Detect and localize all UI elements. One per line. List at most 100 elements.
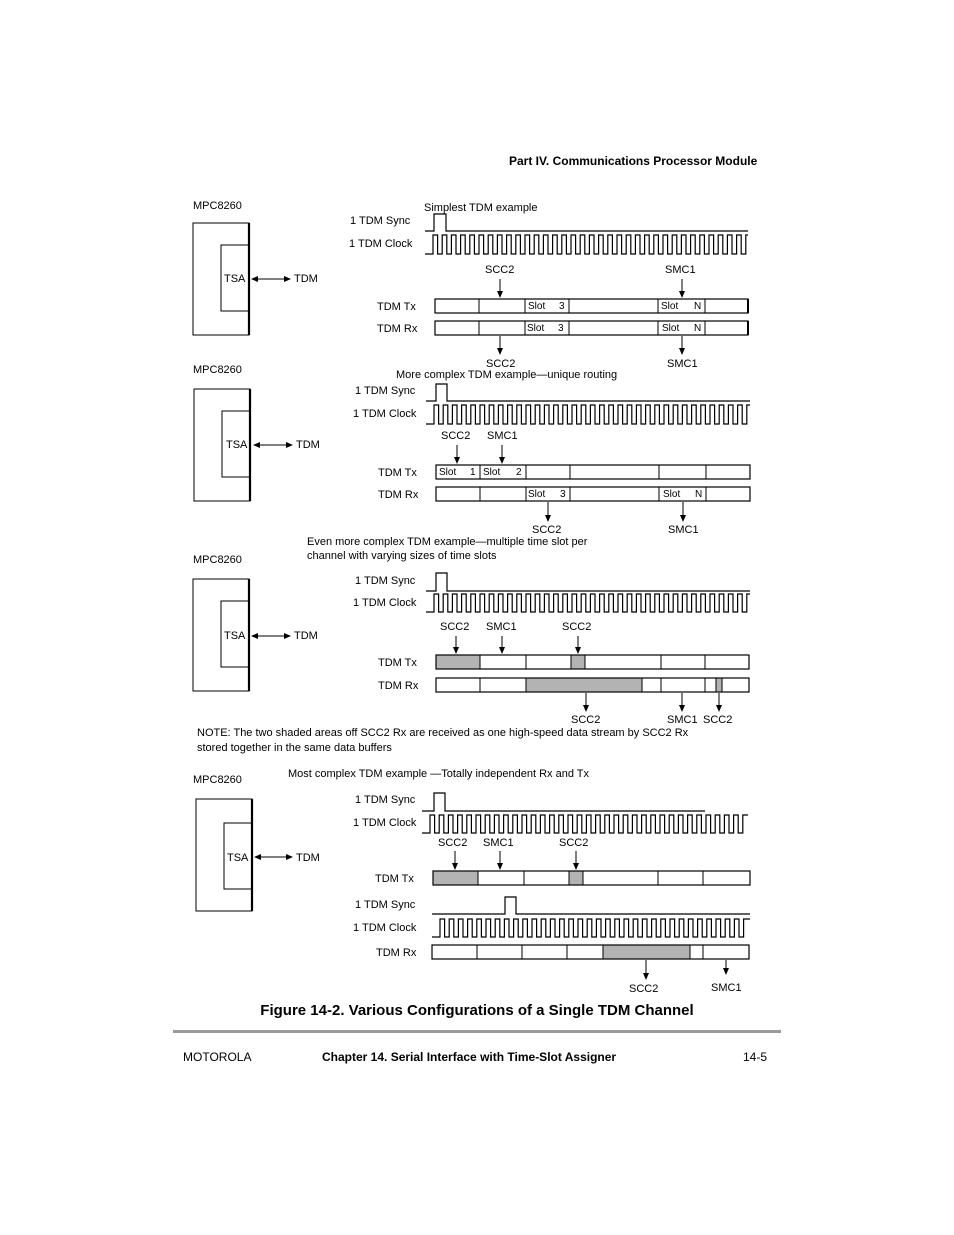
diagram-4-rx-label: TDM Rx [376,947,417,959]
diagram-1-rx-label: TDM Rx [377,323,418,335]
diagram-2-tx-slot-1: Slot [439,467,456,478]
diagram-1-tx-scc2: SCC2 [485,264,514,276]
diagram-3-clock-signal [426,593,750,613]
footer-company: MOTOROLA [183,1050,252,1064]
diagram-3-tx-label: TDM Tx [378,657,417,669]
diagram-2-sync-label: 1 TDM Sync [355,385,416,397]
diagram-1-title: Simplest TDM example [424,202,538,214]
figure-caption: Figure 14-2. Various Configurations of a… [260,1002,694,1019]
diagram-4-tdm-label: TDM [296,852,320,864]
diagram-3-chip-label: MPC8260 [193,554,242,566]
footer-rule [173,1030,781,1033]
diagram-3-tx-shaded-2 [571,655,585,669]
diagram-1-tx-slot-n: Slot [661,301,678,312]
diagram-2-rx-slot-3: Slot [528,489,545,500]
diagram-2-rx-smc1: SMC1 [668,524,699,536]
diagram-2: MPC8260 TSA TDM More complex TDM example… [193,364,751,536]
diagram-3-rx-frame [435,677,750,693]
diagram-3-rx-scc2-a: SCC2 [571,714,600,726]
footer-chapter: Chapter 14. Serial Interface with Time-S… [322,1050,617,1064]
diagram-1-tx-label: TDM Tx [377,301,416,313]
diagram-3-tx-shaded-1 [436,655,480,669]
diagram-3-rx-label: TDM Rx [378,680,419,692]
diagram-4-tx-scc2-a: SCC2 [438,837,467,849]
diagram-3-rx-shaded-1 [526,678,642,692]
diagram-4-rx-shaded-1 [603,945,690,959]
diagram-4-rx-sync-label: 1 TDM Sync [355,899,416,911]
diagram-4: MPC8260 Most complex TDM example —Totall… [193,768,751,995]
diagram-2-tx-slot-2-num: 2 [516,467,522,478]
diagram-3-tx-scc2-b: SCC2 [562,621,591,633]
footer-page-number: 14-5 [743,1050,768,1064]
diagram-2-rx-frame [435,486,751,502]
diagram-1-clock-signal [425,234,748,255]
diagram-3-rx-scc2-b: SCC2 [703,714,732,726]
diagram-2-tdm-arrow [253,442,293,448]
diagram-2-tx-smc1: SMC1 [487,430,518,442]
diagram-4-rx-scc2: SCC2 [629,983,658,995]
diagram-3-title-line-2: channel with varying sizes of time slots [307,550,497,562]
diagram-1-tsa-label: TSA [224,273,246,285]
diagram-2-clock-label: 1 TDM Clock [353,408,417,420]
diagram-1-rx-slot-n-num: N [694,323,701,334]
diagram-4-tx-frame [432,870,751,886]
diagram-3-tsa-label: TSA [224,630,246,642]
diagram-2-tx-label: TDM Tx [378,467,417,479]
diagram-2-rx-label: TDM Rx [378,489,419,501]
figure: MPC8260 TSA TDM Simplest TDM example 1 T… [192,200,751,995]
diagram-4-title: Most complex TDM example —Totally indepe… [288,768,590,780]
diagram-4-tx-label: TDM Tx [375,873,414,885]
diagram-4-rx-sync-signal [432,896,750,915]
diagram-2-tx-scc2: SCC2 [441,430,470,442]
diagram-4-rx-smc1: SMC1 [711,982,742,994]
diagram-3-sync-signal [426,572,750,592]
diagram-1-chip-label: MPC8260 [193,200,242,212]
diagram-2-sync-signal [426,383,750,402]
diagram-1-rx-scc2: SCC2 [486,358,515,370]
diagram-2-rx-slot-3-num: 3 [560,489,566,500]
diagram-1-rx-slot-3: Slot [527,323,544,334]
diagram-3-tdm-label: TDM [294,630,318,642]
diagram-3-tx-frame [435,654,750,670]
diagram-1: MPC8260 TSA TDM Simplest TDM example 1 T… [192,200,749,370]
diagram-4-tx-shaded-2 [569,871,583,885]
diagram-4-rx-frame [431,944,750,960]
diagram-1-tdm-arrow [251,276,291,282]
diagram-1-sync-label: 1 TDM Sync [350,215,411,227]
diagram-4-tx-scc2-b: SCC2 [559,837,588,849]
diagram-3-rx-shaded-2 [716,678,722,692]
diagram-4-rx-clock-label: 1 TDM Clock [353,922,417,934]
diagram-4-tx-clock-label: 1 TDM Clock [353,817,417,829]
diagram-3-tx-scc2-a: SCC2 [440,621,469,633]
diagram-4-tx-sync-signal [422,792,705,812]
diagram-3: Even more complex TDM example—multiple t… [192,536,750,754]
diagram-4-tdm-arrow [254,854,293,860]
diagram-1-tx-smc1: SMC1 [665,264,696,276]
diagram-4-tsa-label: TSA [227,852,249,864]
diagram-1-rx-slot-n: Slot [662,323,679,334]
diagram-1-rx-smc1: SMC1 [667,358,698,370]
diagram-2-tx-frame [435,464,751,480]
diagram-3-rx-smc1: SMC1 [667,714,698,726]
diagram-1-tdm-label: TDM [294,273,318,285]
diagram-3-tx-smc1: SMC1 [486,621,517,633]
diagram-2-clock-signal [426,404,750,425]
diagram-4-rx-clock-signal [432,918,750,938]
diagram-3-title-line-1: Even more complex TDM example—multiple t… [307,536,588,548]
diagram-2-tdm-label: TDM [296,439,320,451]
diagram-3-sync-label: 1 TDM Sync [355,575,416,587]
diagram-2-title: More complex TDM example—unique routing [396,369,617,381]
diagram-4-tx-sync-label: 1 TDM Sync [355,794,416,806]
diagram-3-note-line-2: stored together in the same data buffers [197,742,392,754]
diagram-1-rx-slot-3-num: 3 [558,323,564,334]
page-header: Part IV. Communications Processor Module [509,154,758,168]
diagram-2-chip-label: MPC8260 [193,364,242,376]
diagram-1-sync-signal [425,213,748,232]
diagram-2-rx-slot-n-num: N [695,489,702,500]
diagram-4-tx-clock-signal [422,814,748,834]
diagram-2-tsa-label: TSA [226,439,248,451]
diagram-2-tx-slot-1-num: 1 [470,467,476,478]
diagram-1-tx-slot-3-num: 3 [559,301,565,312]
diagram-4-chip-label: MPC8260 [193,774,242,786]
diagram-1-tx-slot-3: Slot [528,301,545,312]
